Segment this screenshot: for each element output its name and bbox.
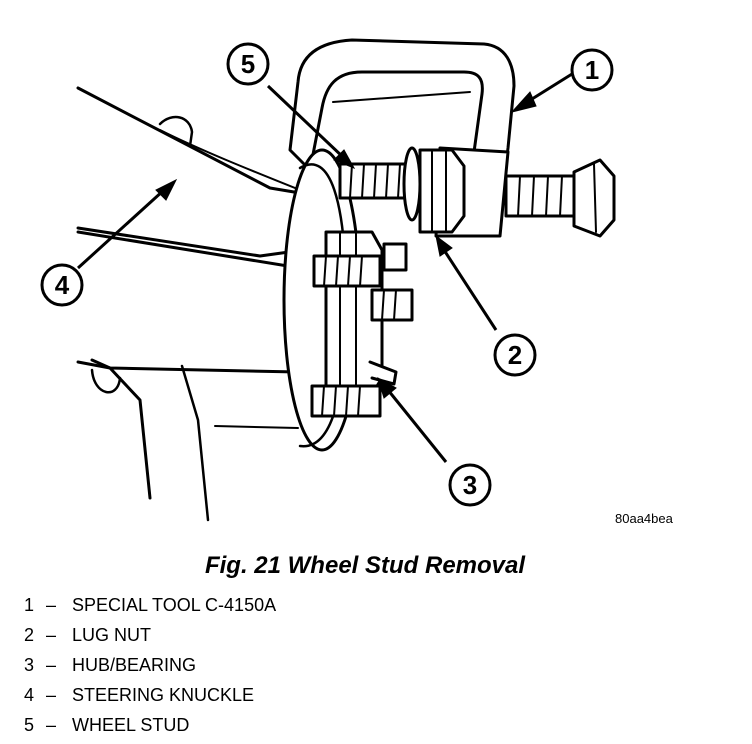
callout-2: 2 bbox=[493, 333, 537, 377]
callout-1: 1 bbox=[570, 48, 614, 92]
legend-item: 5–WHEEL STUD bbox=[24, 710, 276, 740]
knuckle-lower-body bbox=[76, 230, 320, 522]
legend-item: 3–HUB/BEARING bbox=[24, 650, 276, 680]
legend-number: 2 bbox=[24, 625, 35, 645]
callout-2-number: 2 bbox=[508, 340, 522, 370]
legend-label: HUB/BEARING bbox=[72, 655, 197, 675]
legend-label: STEERING KNUCKLE bbox=[72, 685, 255, 705]
legend-dash: – bbox=[46, 595, 57, 615]
wheel-studs-other bbox=[310, 242, 414, 418]
forcing-screw bbox=[504, 158, 616, 238]
callout-3-leader bbox=[377, 376, 448, 463]
legend-item: 2–LUG NUT bbox=[24, 620, 276, 650]
callout-4-leader bbox=[76, 178, 178, 270]
figure-caption: Fig. 21 Wheel Stud Removal bbox=[204, 552, 526, 579]
legend-list: 1–SPECIAL TOOL C-4150A 2–LUG NUT 3–HUB/B… bbox=[24, 590, 276, 740]
legend-label: WHEEL STUD bbox=[72, 715, 190, 735]
callout-5-leader bbox=[266, 84, 356, 169]
figure-code: 80aa4bea bbox=[615, 511, 673, 526]
lug-nut bbox=[418, 148, 466, 234]
legend-dash: – bbox=[46, 655, 57, 675]
legend-label: LUG NUT bbox=[72, 625, 152, 645]
legend-dash: – bbox=[46, 625, 57, 645]
callout-5-number: 5 bbox=[241, 49, 255, 79]
callout-4-number: 4 bbox=[55, 270, 70, 300]
legend-dash: – bbox=[46, 715, 57, 735]
legend-number: 1 bbox=[24, 595, 35, 615]
legend-number: 3 bbox=[24, 655, 35, 675]
callout-3: 3 bbox=[448, 463, 492, 507]
legend-item: 4–STEERING KNUCKLE bbox=[24, 680, 276, 710]
callout-3-number: 3 bbox=[463, 470, 477, 500]
callout-5: 5 bbox=[226, 42, 270, 86]
wheel-stud-upper bbox=[338, 162, 412, 200]
wheel-stud-removal-illustration: 1 2 3 4 5 bbox=[40, 38, 616, 522]
legend-number: 5 bbox=[24, 715, 35, 735]
callout-4: 4 bbox=[40, 263, 84, 307]
callout-1-leader bbox=[510, 72, 573, 113]
legend-item: 1–SPECIAL TOOL C-4150A bbox=[24, 590, 276, 620]
legend-label: SPECIAL TOOL C-4150A bbox=[72, 595, 277, 615]
callout-2-leader bbox=[435, 234, 498, 331]
legend-dash: – bbox=[46, 685, 57, 705]
callout-1-number: 1 bbox=[585, 55, 599, 85]
washer bbox=[402, 146, 422, 222]
legend-number: 4 bbox=[24, 685, 35, 705]
